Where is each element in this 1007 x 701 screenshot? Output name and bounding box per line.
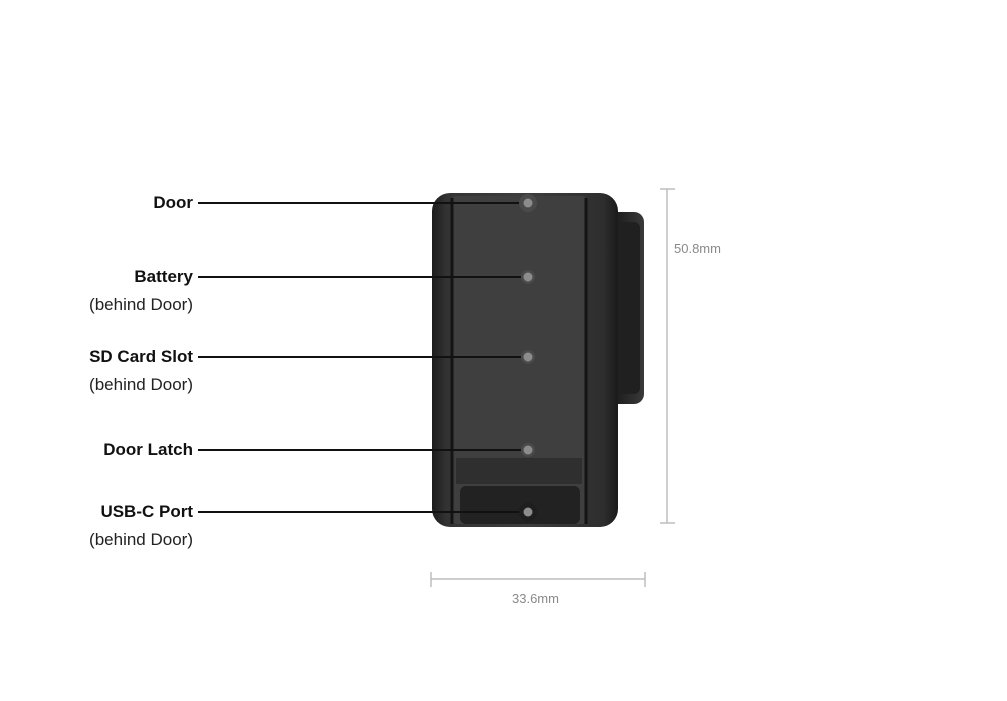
usb-c-cover	[460, 486, 580, 524]
callout-usb-c-label: USB-C Port	[100, 502, 193, 521]
callout-sd-card-label: SD Card Slot	[89, 347, 193, 366]
callout-battery-note: (behind Door)	[89, 295, 193, 314]
marker-dot-battery	[523, 272, 533, 282]
callout-battery-label: Battery	[134, 267, 193, 286]
width-dimension	[430, 572, 646, 587]
marker-dots	[519, 194, 537, 521]
height-dimension-label: 50.8mm	[674, 241, 721, 256]
marker-dot-door	[523, 198, 533, 208]
marker-dot-sd-card	[523, 352, 533, 362]
latch-area	[456, 458, 582, 484]
callout-sd-card-note: (behind Door)	[89, 375, 193, 394]
marker-dot-usb-c	[523, 507, 533, 517]
callout-door-latch-label: Door Latch	[103, 440, 193, 459]
marker-dot-door-latch	[523, 445, 533, 455]
callout-door-label: Door	[153, 193, 193, 212]
height-dimension	[660, 188, 675, 524]
lens-ring	[612, 222, 640, 394]
width-dimension-label: 33.6mm	[512, 591, 559, 606]
leader-lines	[198, 202, 528, 513]
callout-usb-c-note: (behind Door)	[89, 530, 193, 549]
